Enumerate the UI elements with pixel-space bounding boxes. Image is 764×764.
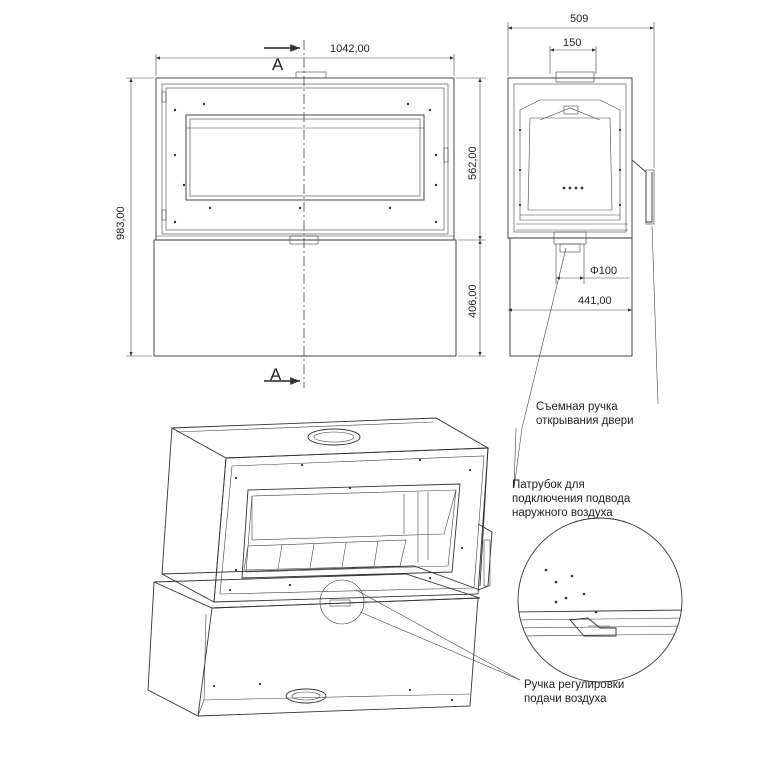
callout-door-handle-line2: открывания двери [536, 415, 634, 427]
isometric-view [147, 417, 493, 717]
callout-air-control-line2: подачи воздуха [524, 693, 607, 705]
front-lower-dim: 406,00 [467, 284, 479, 318]
callout-air-control: Ручка регулировки подачи воздуха [524, 679, 624, 705]
callout-air-inlet-line1: Патрубок для [512, 479, 585, 491]
side-view: 509 150 Φ100 441,00 [507, 13, 655, 357]
callout-air-inlet-line2: подключения подвода [512, 493, 631, 505]
side-depth-dim: 509 [570, 13, 588, 25]
callout-door-handle-line1: Съемная ручка [536, 401, 618, 413]
callout-air-inlet-line3: наружного воздуха [512, 507, 613, 519]
callout-air-inlet: Патрубок для подключения подвода наружно… [512, 479, 631, 519]
detail-marker-circle [319, 579, 365, 625]
section-label-top: A [272, 55, 284, 74]
side-base-dim: 441,00 [578, 295, 612, 307]
front-view: A A 1042,00 983,00 562,00 406,00 [115, 40, 486, 388]
front-width-dim: 1042,00 [330, 43, 370, 55]
front-upper-dim: 562,00 [467, 146, 479, 180]
detail-view [517, 517, 683, 683]
front-screws [173, 102, 438, 224]
callout-air-control-line1: Ручка регулировки [524, 679, 624, 691]
section-label-bottom: A [270, 365, 282, 384]
front-height-dim: 983,00 [115, 206, 127, 240]
callout-leaders [355, 225, 659, 681]
side-flue-dim: 150 [563, 37, 581, 49]
side-pipe-dim: Φ100 [590, 265, 617, 277]
callout-door-handle: Съемная ручка открывания двери [536, 401, 634, 427]
